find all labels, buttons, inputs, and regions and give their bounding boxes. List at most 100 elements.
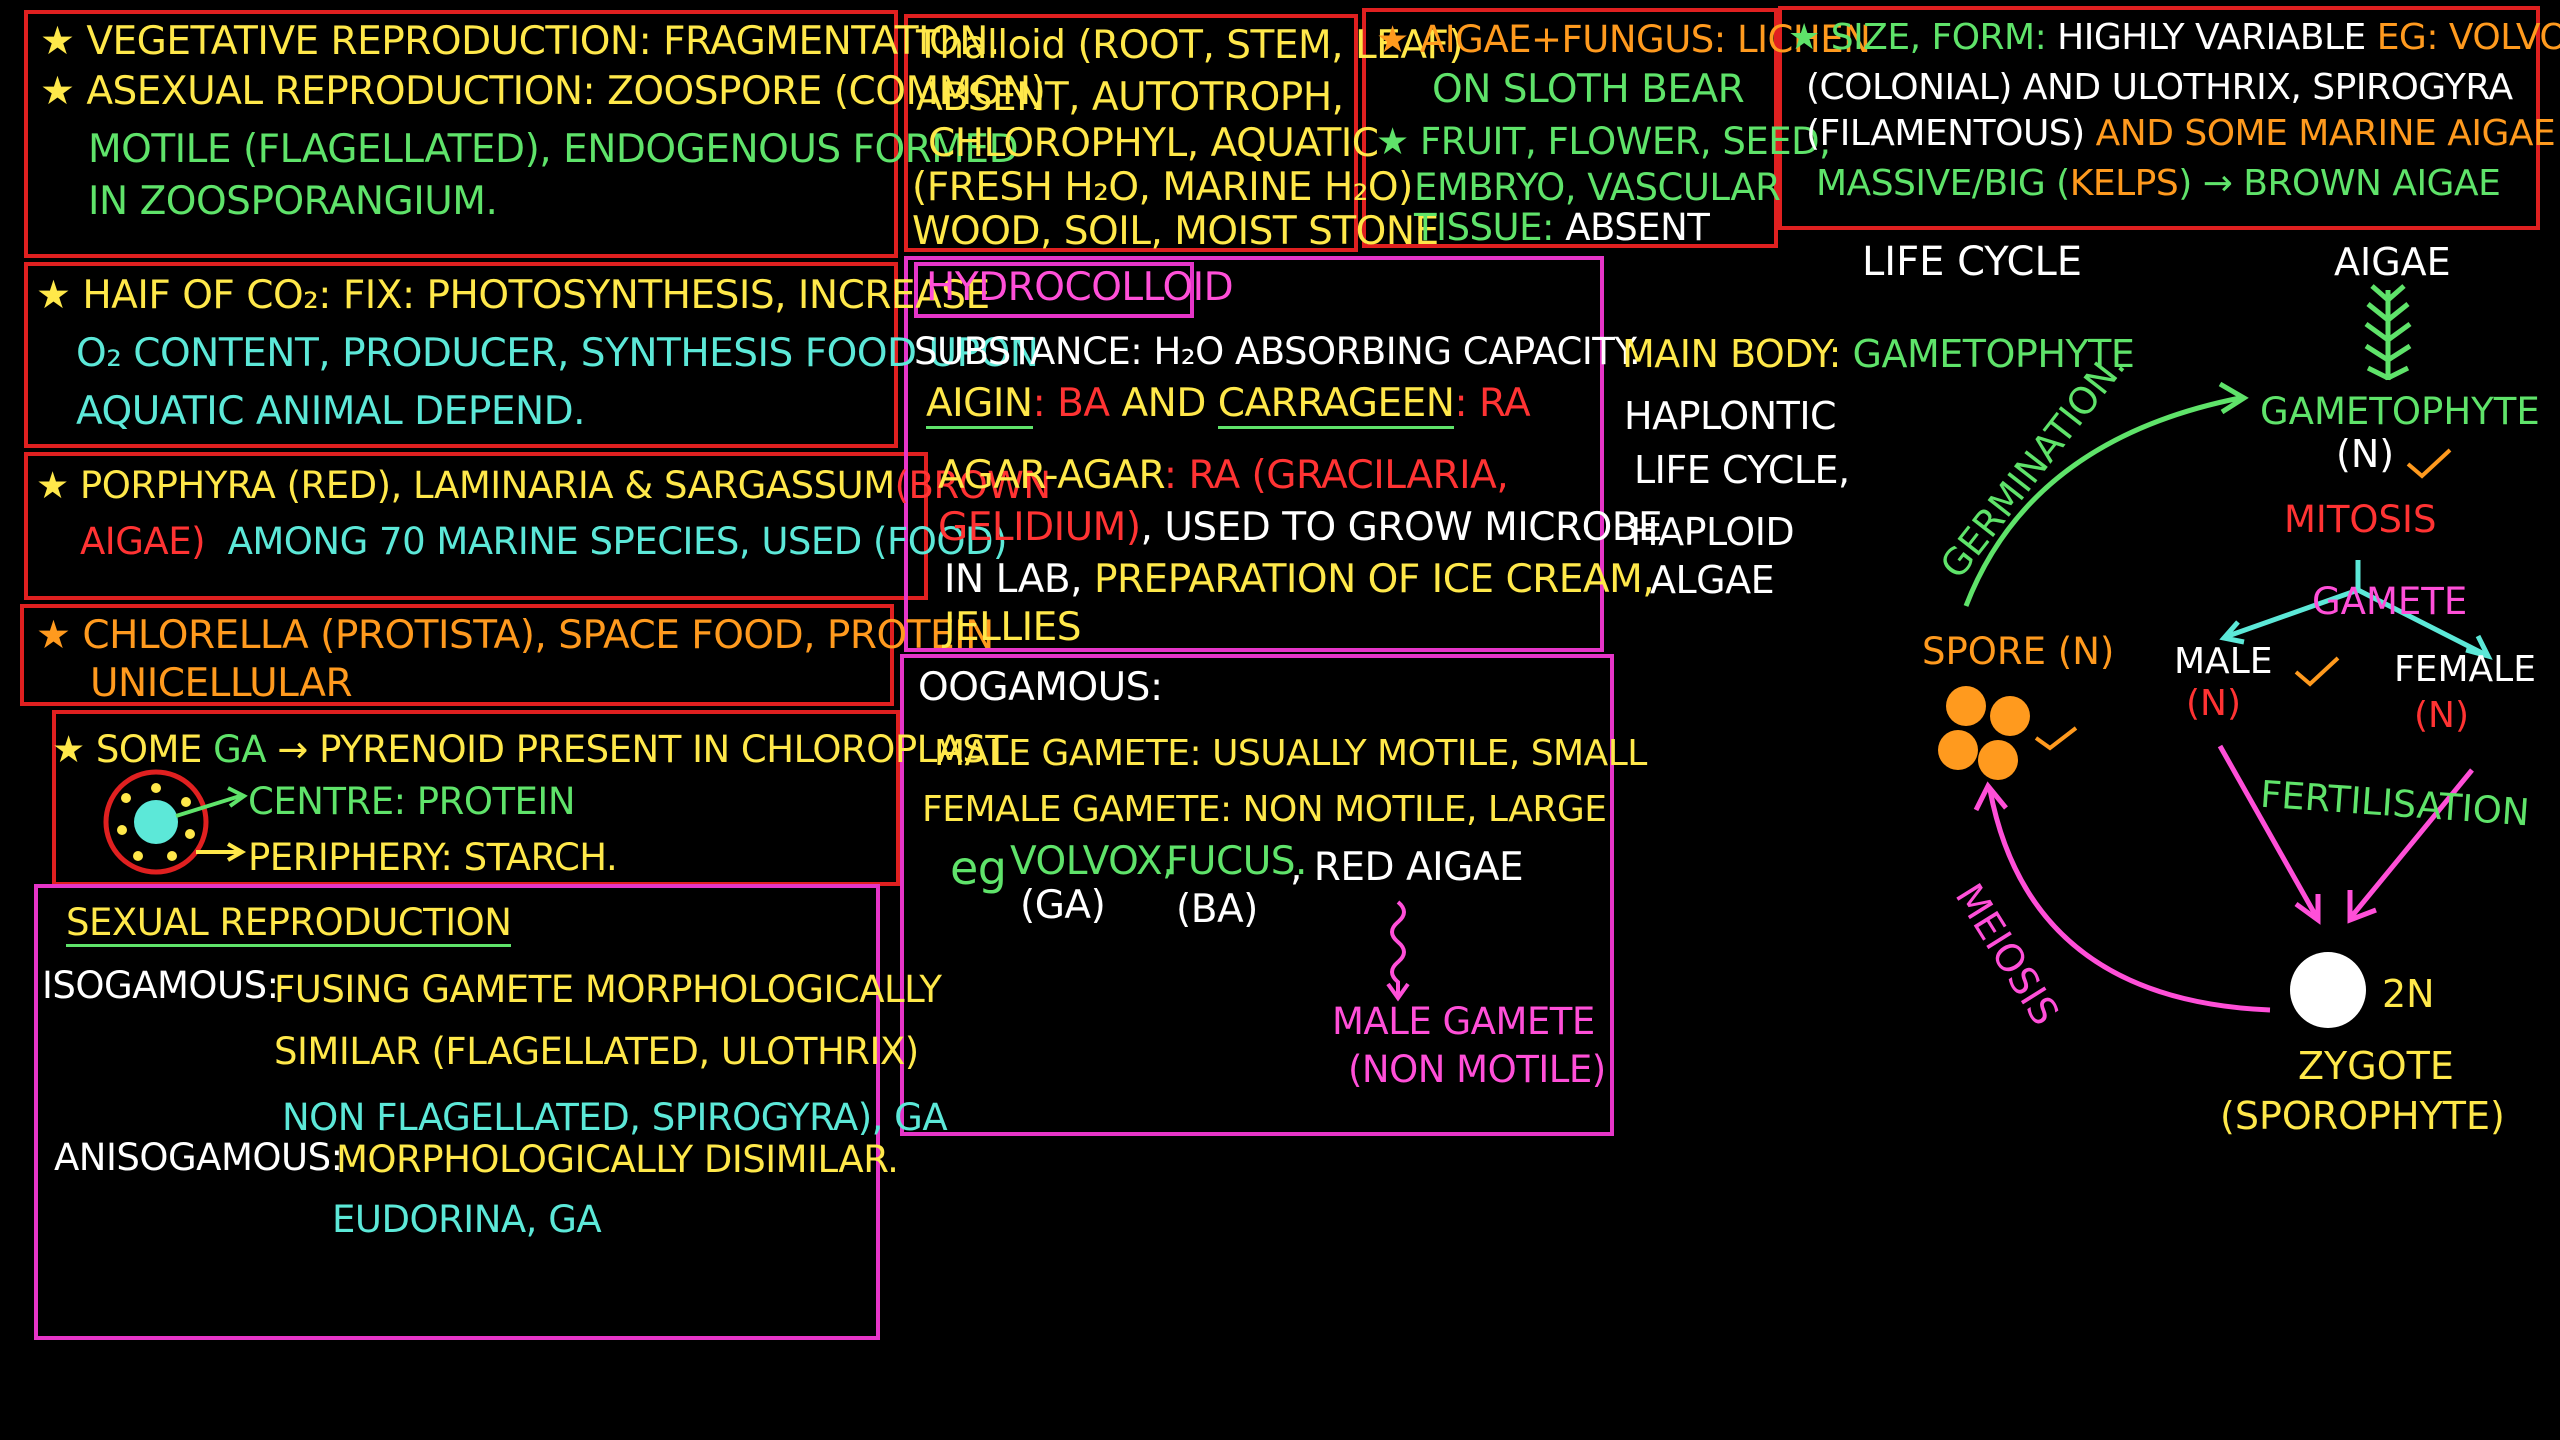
porphyra-text: ★ PORPHYRA (RED), LAMINARIA & SARGASSUM — [36, 464, 895, 507]
iso-line2: SIMILAR (FLAGELLATED, ULOTHRIX) — [274, 1030, 919, 1073]
ba-text: : BA — [1032, 381, 1110, 426]
iso-line1: FUSING GAMETE MORPHOLOGICALLY — [274, 968, 942, 1011]
sporophyte-label: (SPOROPHYTE) — [2220, 1094, 2505, 1138]
oogamous-ga: (GA) — [1020, 883, 1106, 928]
vegetative-line: ★ VEGETATIVE REPRODUCTION: FRAGMENTATION… — [40, 19, 1000, 64]
thalloid-line5: WOOD, SOIL, MOIST STONE — [912, 209, 1439, 254]
oogamous-non-motile: (NON MOTILE) — [1348, 1048, 1606, 1091]
periphery-starch: PERIPHERY: STARCH. — [248, 836, 618, 879]
box-reproduction — [24, 10, 898, 258]
filamentous: (FILAMENTOUS) — [1806, 113, 2096, 154]
asexual-line: ★ ASEXUAL REPRODUCTION: ZOOSPORE (COMMON… — [40, 69, 1046, 114]
oogamous-male-gamete: MALE GAMETE — [1332, 1000, 1595, 1043]
lichen-line1: ★ AIGAE+FUNGUS: LICHEN — [1376, 18, 1871, 61]
zygote-ploidy: 2N — [2382, 972, 2435, 1016]
eg-volvox: EG: VOLVOX — [2376, 17, 2560, 58]
co2-line1: ★ HAIF OF CO₂: FIX: PHOTOSYNTHESIS, INCR… — [36, 273, 990, 318]
box-thalloid — [904, 14, 1358, 252]
porphyra-line1: ★ PORPHYRA (RED), LAMINARIA & SARGASSUM(… — [36, 462, 1051, 510]
grow-microbe-text: , USED TO GROW MICROBE — [1140, 505, 1663, 550]
oogamous-fucus: FUCUS. — [1166, 839, 1307, 884]
centre-protein: CENTRE: PROTEIN — [248, 780, 576, 823]
spore-icons — [1938, 686, 2030, 780]
co2-line3: AQUATIC ANIMAL DEPEND. — [76, 389, 586, 434]
spore-label: SPORE (N) — [1922, 630, 2115, 673]
hydrocolloid-title: HYDROCOLLOID — [926, 265, 1234, 310]
porphyra-line2: AIGAE) AMONG 70 MARINE SPECIES, USED (FO… — [80, 518, 1007, 566]
algae-label: AIGAE — [2334, 240, 2451, 284]
iso-line3: NON FLAGELLATED, SPIROGYRA), GA — [282, 1096, 948, 1139]
box-co2 — [24, 262, 898, 448]
meiosis-arrow — [1987, 789, 2271, 1013]
aniso-line2: EUDORINA, GA — [332, 1198, 602, 1241]
isogamous-label: ISOGAMOUS: — [42, 964, 279, 1007]
oogamous-female: FEMALE GAMETE: NON MOTILE, LARGE — [922, 789, 1607, 830]
main-body: MAIN BODY: GAMETOPHYTE — [1622, 330, 2135, 378]
gametophyte-ploidy: (N) — [2336, 432, 2395, 476]
gametophyte-label: GAMETOPHYTE — [2260, 390, 2540, 433]
in-lab-text: IN LAB, — [944, 557, 1094, 602]
box-size-form — [1778, 6, 2540, 230]
gamete-label: GAMETE — [2312, 580, 2468, 623]
size-line1: ★ SIZE, FORM: HIGHLY VARIABLE EG: VOLVOX — [1788, 14, 2560, 62]
size-line2: (COLONIAL) AND ULOTHRIX, SPIROGYRA — [1806, 67, 2513, 108]
box-oogamous — [900, 654, 1614, 1136]
box-hydrocolloid — [904, 256, 1604, 652]
size-form-label: ★ SIZE, FORM: — [1788, 17, 2058, 58]
chlorella-line2: UNICELLULAR — [90, 661, 353, 706]
germination-arrow — [1963, 395, 2241, 607]
box-lichen — [1362, 8, 1778, 248]
some-text: ★ SOME — [52, 728, 214, 771]
box-sexual-reproduction — [34, 884, 880, 1340]
tissue-label: TISSUE: — [1414, 206, 1566, 249]
lichen-line4: EMBRYO, VASCULAR — [1414, 166, 1781, 209]
male-ploidy: (N) — [2186, 683, 2242, 724]
size-line4: MASSIVE/BIG (KELPS) → BROWN AIGAE — [1816, 160, 2501, 208]
thalloid-line1: Thalloid (ROOT, STEM, LEAF) — [916, 23, 1464, 68]
zygote-label: ZYGOTE — [2298, 1044, 2454, 1088]
female-ploidy: (N) — [2414, 695, 2470, 736]
lichen-line5: TISSUE: ABSENT — [1414, 204, 1710, 252]
kelps: KELPS — [2069, 163, 2179, 204]
thalloid-line2: ABSENT, AUTOTROPH, — [916, 75, 1344, 120]
algae-text: AIGAE) — [80, 520, 206, 563]
tick-marks — [2034, 448, 2452, 751]
algae-leaf-icon — [2364, 284, 2412, 381]
mitosis-label: MITOSIS — [2284, 498, 2437, 541]
squiggle-arrow — [1390, 900, 1406, 996]
pyrenoid-line1: ★ SOME GA → PYRENOID PRESENT IN CHLOROPL… — [52, 726, 1008, 774]
haplontic-line2: LIFE CYCLE, — [1634, 448, 1850, 492]
hydro-line4: GELIDIUM), USED TO GROW MICROBE — [938, 504, 1663, 552]
thalloid-line3: CHLOROPHYL, AQUATIC — [928, 121, 1379, 166]
hydro-line1: SUBSTANCE: H₂O ABSORBING CAPACITY. — [914, 330, 1641, 373]
hydro-line2: AIGIN: BA AND CARRAGEEN: RA — [926, 380, 1531, 429]
gelidium-text: GELIDIUM) — [938, 505, 1141, 550]
male-label: MALE — [2174, 641, 2273, 682]
haploid-line2: ALGAE — [1650, 558, 1775, 602]
lichen-line2: ON SLOTH BEAR — [1432, 67, 1745, 112]
absent-label: ABSENT — [1565, 206, 1710, 249]
oogamous-red-algae: , RED AIGAE — [1290, 845, 1524, 890]
motile-line: MOTILE (FLAGELLATED), ENDOGENOUS FORMED — [88, 127, 1019, 172]
hydrocolloid-title-box — [914, 262, 1194, 318]
gracilaria-text: : RA (GRACILARIA, — [1163, 453, 1509, 498]
hydro-line6: JELLIES — [944, 605, 1082, 650]
main-body-value: GAMETOPHYTE — [1852, 332, 2135, 376]
chloroplast-icon — [103, 769, 209, 875]
lifecycle-title: LIFE CYCLE — [1862, 239, 2083, 285]
marine-species-text: AMONG 70 MARINE SPECIES, USED (FOOD) — [227, 520, 1008, 563]
haplontic-line1: HAPLONTIC — [1624, 394, 1837, 438]
carrageen-text: CARRAGEEN — [1217, 381, 1455, 429]
ice-cream-text: PREPARATION OF ICE CREAM, — [1093, 557, 1655, 602]
sexual-title: SEXUAL REPRODUCTION — [66, 902, 512, 947]
zygote-icon — [2290, 952, 2366, 1028]
female-label: FEMALE — [2394, 649, 2536, 690]
main-body-label: MAIN BODY: — [1622, 332, 1853, 376]
chlorella-line1: ★ CHLORELLA (PROTISTA), SPACE FOOD, PROT… — [36, 613, 994, 658]
size-line3: (FILAMENTOUS) AND SOME MARINE AIGAE ARE — [1806, 110, 2560, 158]
oogamous-title: OOGAMOUS: — [918, 665, 1163, 710]
aniso-line1: MORPHOLOGICALLY DISIMILAR. — [336, 1138, 899, 1181]
ra-text: : RA — [1454, 381, 1531, 426]
hydro-line3: AGAR-AGAR: RA (GRACILARIA, — [938, 452, 1509, 500]
